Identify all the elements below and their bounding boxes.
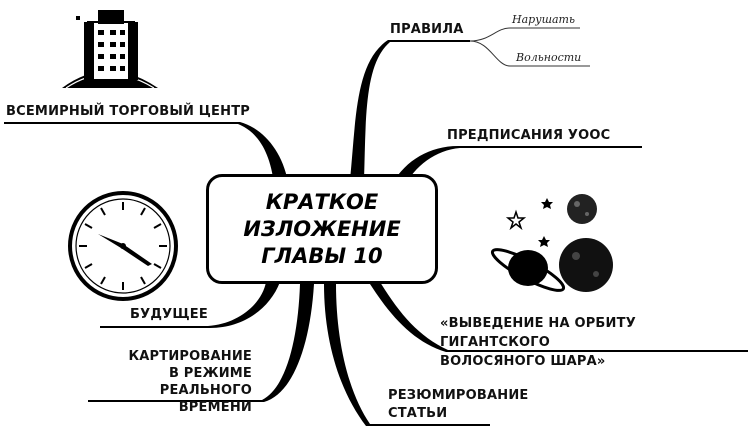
building-on-globe-icon [62,10,158,89]
planets-and-stars-icon [490,194,613,292]
branch-label-mapping: КАРТИРОВАНИЕ В РЕЖИМЕ РЕАЛЬНОГО ВРЕМЕНИ [128,349,252,415]
rules-sub-label-1: Нарушать [512,13,575,26]
rules-sub-label-2: Вольности [516,51,582,64]
branch-label-future: БУДУЩЕЕ [130,307,208,322]
branch-label-wtc: ВСЕМИРНЫЙ ТОРГОВЫЙ ЦЕНТР [6,104,251,119]
central-topic-title: КРАТКОЕ ИЗЛОЖЕНИЕ ГЛАВЫ 10 [243,189,401,268]
rules-sub-branch-1 [469,27,580,42]
central-topic: КРАТКОЕ ИЗЛОЖЕНИЕ ГЛАВЫ 10 [206,174,438,284]
branch-label-summary: РЕЗЮМИРОВАНИЕ СТАТЬИ [388,388,529,421]
branch-label-prescriptions: ПРЕДПИСАНИЯ УООС [447,128,611,143]
branch-label-orbit: «ВЫВЕДЕНИЕ НА ОРБИТУ ГИГАНТСКОГО ВОЛОСЯН… [440,316,636,369]
branch-rules [350,40,470,180]
rules-sub-branches [469,27,590,67]
rules-sub-branch-2 [469,40,590,67]
clock-icon [68,191,178,301]
branch-label-rules: ПРАВИЛА [390,22,464,37]
branch-lines [4,40,748,426]
